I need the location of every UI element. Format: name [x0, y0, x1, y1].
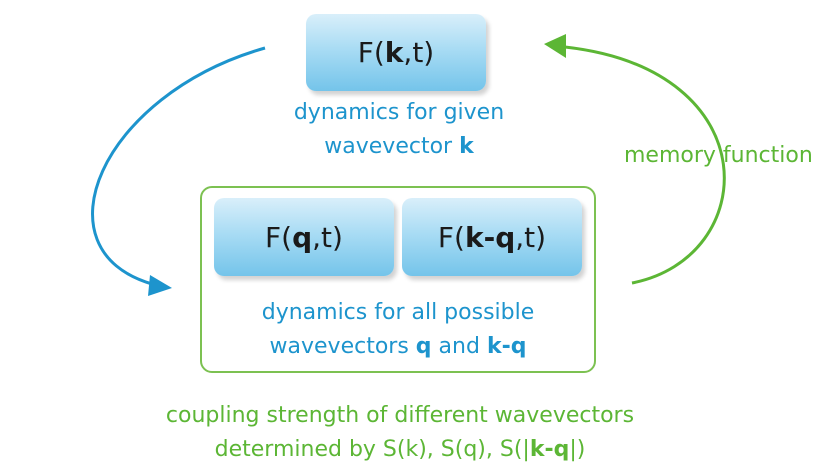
caption-mid-line2-and: and — [431, 334, 487, 359]
box-kq-pre: F( — [437, 220, 465, 254]
caption-mid-line2-bold-q: q — [415, 334, 432, 359]
caption-mid-line2-text: wavevectors — [269, 334, 416, 359]
box-kq-bold: k-q — [464, 220, 516, 254]
caption-bottom-line2-bold: k-q — [529, 437, 570, 462]
caption-bottom-line2: determined by S(k), S(q), S(|k-q|) — [80, 433, 720, 467]
box-k-post: ,t) — [403, 36, 435, 69]
blue-curved-arrow — [91, 46, 266, 286]
box-kq-post: ,t) — [515, 220, 547, 254]
caption-top-line1: dynamics for given — [293, 100, 505, 125]
blue-arrowhead-icon — [148, 275, 172, 296]
box-k-bold: k — [384, 36, 404, 69]
box-q-post: ,t) — [312, 220, 343, 254]
caption-memory-function: memory function — [624, 143, 813, 168]
box-q-bold: q — [292, 220, 313, 254]
group-frame-all-wavevectors — [200, 186, 596, 373]
green-curved-arrow — [564, 45, 726, 285]
caption-mid-line2: wavevectors q and k-q — [210, 330, 586, 364]
caption-mid-line2-bold-kq: k-q — [486, 334, 527, 359]
box-F-k-minus-q-t: F(k-q,t) — [402, 198, 582, 276]
box-k-pre: F( — [357, 36, 385, 69]
caption-all-wavevectors: dynamics for all possible wavevectors q … — [210, 296, 586, 364]
caption-top-line2-bold: k — [459, 134, 474, 159]
caption-top-line2: wavevector k — [230, 130, 568, 164]
box-F-q-t: F(q,t) — [214, 198, 394, 276]
caption-coupling-strength: coupling strength of different wavevecto… — [80, 399, 720, 467]
caption-bottom-line2-end: |) — [569, 437, 586, 462]
box-q-pre: F( — [265, 220, 293, 254]
caption-given-wavevector: dynamics for given wavevector k — [230, 96, 568, 164]
caption-mid-line1: dynamics for all possible — [261, 300, 535, 325]
caption-bottom-line1: coupling strength of different wavevecto… — [165, 403, 635, 428]
caption-top-line2-text: wavevector — [324, 134, 460, 159]
green-arrowhead-icon — [544, 34, 566, 58]
box-F-k-t: F(k,t) — [306, 14, 486, 91]
caption-bottom-line2-text: determined by S(k), S(q), S(| — [214, 437, 530, 462]
